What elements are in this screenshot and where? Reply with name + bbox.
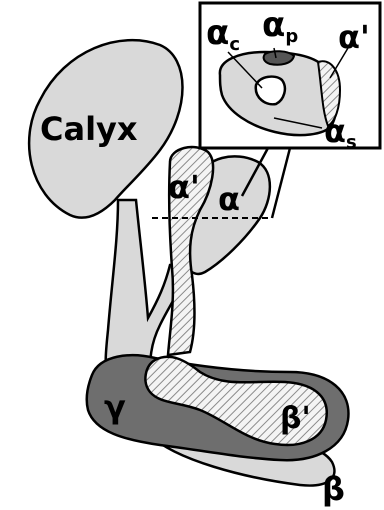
label-calyx: Calyx	[40, 110, 138, 148]
inset-label-alpha-prime: α'	[338, 18, 370, 56]
label-alpha-prime: α'	[168, 168, 200, 206]
callout-line-right	[272, 148, 290, 218]
inset-alpha-p-region	[264, 51, 294, 65]
inset-alpha-c-region	[256, 77, 285, 105]
label-beta-prime: β'	[280, 401, 311, 436]
label-beta: β	[322, 470, 345, 508]
label-gamma: γ	[104, 388, 126, 426]
label-alpha: α	[218, 180, 240, 218]
